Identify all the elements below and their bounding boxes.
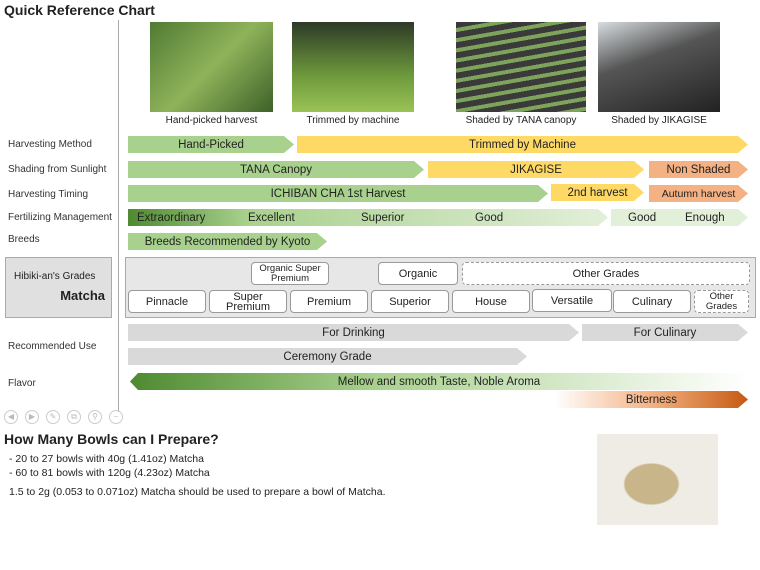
grades-label-box: Hibiki-an's Grades Matcha: [5, 257, 112, 318]
grade-premium[interactable]: Premium: [290, 290, 368, 313]
grade-organic-super-premium[interactable]: Organic Super Premium: [251, 262, 329, 285]
fert-excellent: Excellent: [248, 211, 295, 224]
bowls-note: 1.5 to 2g (0.053 to 0.071oz) Matcha shou…: [9, 486, 386, 498]
divider: [118, 20, 119, 412]
grade-superior[interactable]: Superior: [371, 290, 449, 313]
bowls-line: - 60 to 81 bowls with 120g (4.23oz) Matc…: [9, 467, 210, 479]
ceremony-bar: Ceremony Grade: [128, 348, 527, 365]
grade-house[interactable]: House: [452, 290, 530, 313]
photo-caption: Trimmed by machine: [306, 115, 400, 126]
machine-photo: [292, 22, 414, 112]
matcha-bowl-photo: [597, 434, 718, 525]
drinking-bar: For Drinking: [128, 324, 579, 341]
row-label: Recommended Use: [8, 341, 97, 352]
hand-picked-photo: [150, 22, 273, 112]
breeds-bar: Breeds Recommended by Kyoto: [128, 233, 327, 250]
machine-bar: Trimmed by Machine: [297, 136, 748, 153]
culinary-bar: For Culinary: [582, 324, 748, 341]
grade-pinnacle[interactable]: Pinnacle: [128, 290, 206, 313]
fert-superior: Superior: [361, 211, 405, 224]
mellow-bar: Mellow and smooth Taste, Noble Aroma: [130, 373, 748, 390]
photo-caption: Shaded by TANA canopy: [465, 115, 577, 126]
copy-icon[interactable]: ⧉: [67, 410, 81, 424]
fert-extraordinary: Extraordinary: [137, 211, 206, 224]
grade-other-bottom[interactable]: Other Grades: [694, 290, 749, 313]
page-title: Quick Reference Chart: [4, 2, 155, 18]
bowls-heading: How Many Bowls can I Prepare?: [4, 431, 219, 447]
grade-super-premium[interactable]: Super Premium: [209, 290, 287, 313]
row-label: Breeds: [8, 234, 40, 245]
fertilizing-bar-2: Good Enough: [611, 209, 748, 226]
minus-icon[interactable]: −: [109, 410, 123, 424]
product-name: Matcha: [60, 288, 105, 303]
forward-icon[interactable]: ▶: [25, 410, 39, 424]
first-harvest-bar: ICHIBAN CHA 1st Harvest: [128, 185, 548, 202]
fertilizing-bar: Extraordinary Excellent Superior Good: [128, 209, 608, 226]
autumn-harvest-bar: Autumn harvest: [649, 185, 748, 202]
row-label: Harvesting Timing: [8, 189, 89, 200]
grades-label: Hibiki-an's Grades: [14, 271, 96, 282]
second-harvest-bar: 2nd harvest: [551, 184, 644, 201]
bowls-line: - 20 to 27 bowls with 40g (1.41oz) Match…: [9, 453, 204, 465]
pen-icon[interactable]: ✎: [46, 410, 60, 424]
hand-picked-bar: Hand-Picked: [128, 136, 294, 153]
grade-versatile[interactable]: Versatile: [532, 289, 612, 312]
fert-enough: Enough: [685, 211, 725, 224]
photo-caption: Shaded by JIKAGISE: [611, 115, 707, 126]
grade-culinary[interactable]: Culinary: [613, 290, 691, 313]
non-shaded-bar: Non Shaded: [649, 161, 748, 178]
grade-organic[interactable]: Organic: [378, 262, 458, 285]
fert-good-2: Good: [628, 211, 657, 224]
tana-bar: TANA Canopy: [128, 161, 424, 178]
row-label: Fertilizing Management: [8, 212, 112, 223]
row-label: Flavor: [8, 378, 36, 389]
back-icon[interactable]: ◀: [4, 410, 18, 424]
grade-other-top[interactable]: Other Grades: [462, 262, 750, 285]
jikagise-photo: [598, 22, 720, 112]
tana-photo: [456, 22, 586, 112]
row-label: Harvesting Method: [8, 139, 92, 150]
photo-caption: Hand-picked harvest: [165, 115, 258, 126]
fert-good: Good: [475, 211, 504, 224]
jikagise-bar: JIKAGISE: [428, 161, 644, 178]
bitterness-bar: Bitterness: [555, 391, 748, 408]
row-label: Shading from Sunlight: [8, 164, 107, 175]
zoom-icon[interactable]: ⚲: [88, 410, 102, 424]
